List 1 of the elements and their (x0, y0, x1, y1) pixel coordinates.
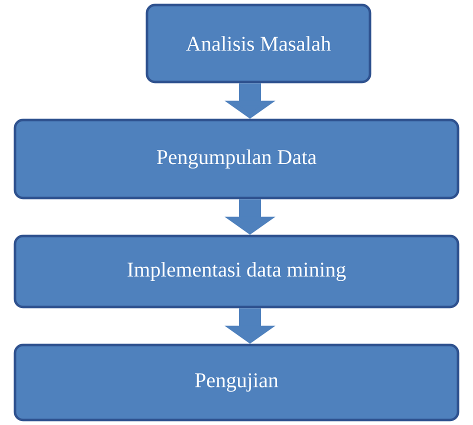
process-box: Analisis Masalah (146, 4, 372, 84)
